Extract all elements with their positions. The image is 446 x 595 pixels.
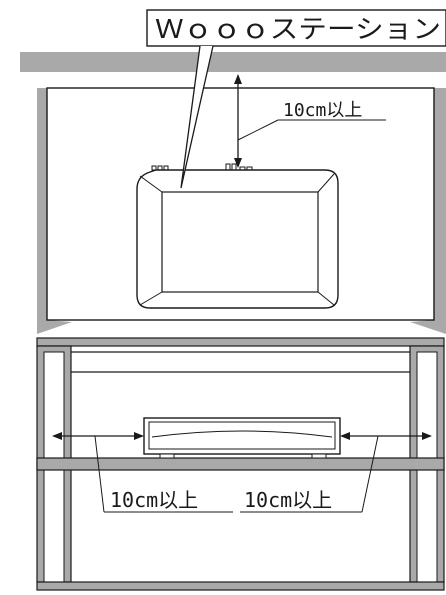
left-port-group xyxy=(151,165,169,171)
bevel-line xyxy=(317,173,335,193)
device-label-pointer xyxy=(180,45,214,189)
device-front-inner xyxy=(148,421,336,450)
device-front xyxy=(143,417,341,455)
bevel-line xyxy=(317,291,335,306)
arrowhead-left xyxy=(52,432,62,440)
device-foot-right xyxy=(311,453,327,459)
arrowhead-left xyxy=(340,432,350,440)
arrowhead-right xyxy=(422,432,432,440)
rack-bottom-board xyxy=(36,581,445,591)
device-foot-left xyxy=(159,453,175,459)
left-post xyxy=(37,88,72,334)
arrowhead-right xyxy=(134,432,144,440)
right-post xyxy=(410,88,446,334)
bevel-line xyxy=(139,175,163,193)
right-leader xyxy=(361,435,379,513)
device-top-screen xyxy=(161,191,319,293)
arrowhead-down xyxy=(234,158,242,168)
right-port-group xyxy=(225,163,253,171)
right-clearance-label: 10cm以上 xyxy=(244,488,332,512)
device-front-slot xyxy=(151,430,333,438)
device-label-box xyxy=(146,9,446,47)
bevel-line xyxy=(139,291,163,306)
left-clearance-label: 10cm以上 xyxy=(110,488,198,512)
front-view: 10cm以上 10cm以上 xyxy=(36,337,445,591)
top-view: 10cm以上 Ｗｏｏｏステーション xyxy=(20,9,446,334)
rack-top-board xyxy=(36,337,445,347)
left-leader xyxy=(94,435,105,513)
wall-band xyxy=(20,52,446,72)
device-name-label: Ｗｏｏｏステーション xyxy=(155,15,441,45)
clearance-leader xyxy=(237,119,279,141)
arrowhead-up xyxy=(234,74,242,84)
top-clearance-label: 10cm以上 xyxy=(283,100,362,121)
shelf-board xyxy=(36,457,445,471)
